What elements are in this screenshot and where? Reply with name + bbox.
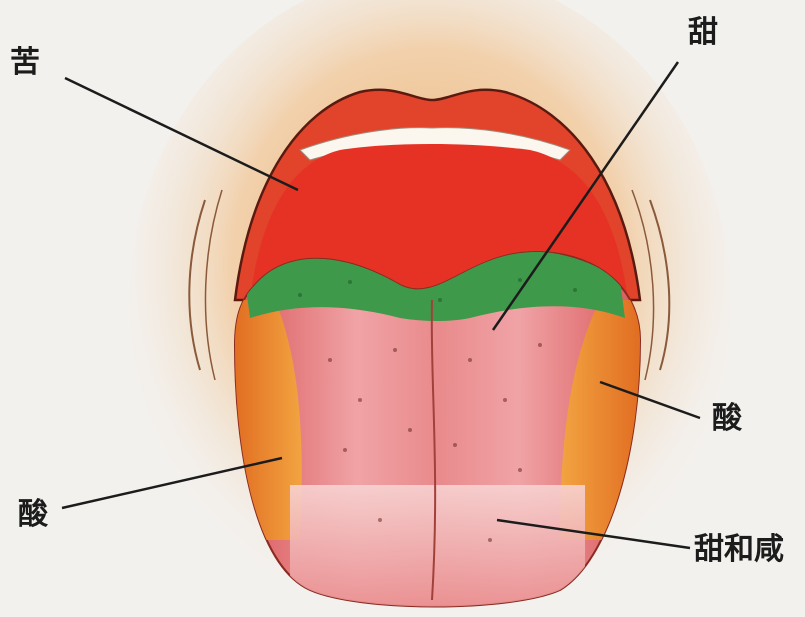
label-sour-left: 酸 [18, 500, 48, 530]
label-sour-right: 酸 [712, 404, 742, 434]
label-bitter: 苦 [10, 48, 40, 78]
label-sweet: 甜 [688, 18, 718, 48]
label-sweet-salty: 甜和咸 [694, 535, 784, 565]
